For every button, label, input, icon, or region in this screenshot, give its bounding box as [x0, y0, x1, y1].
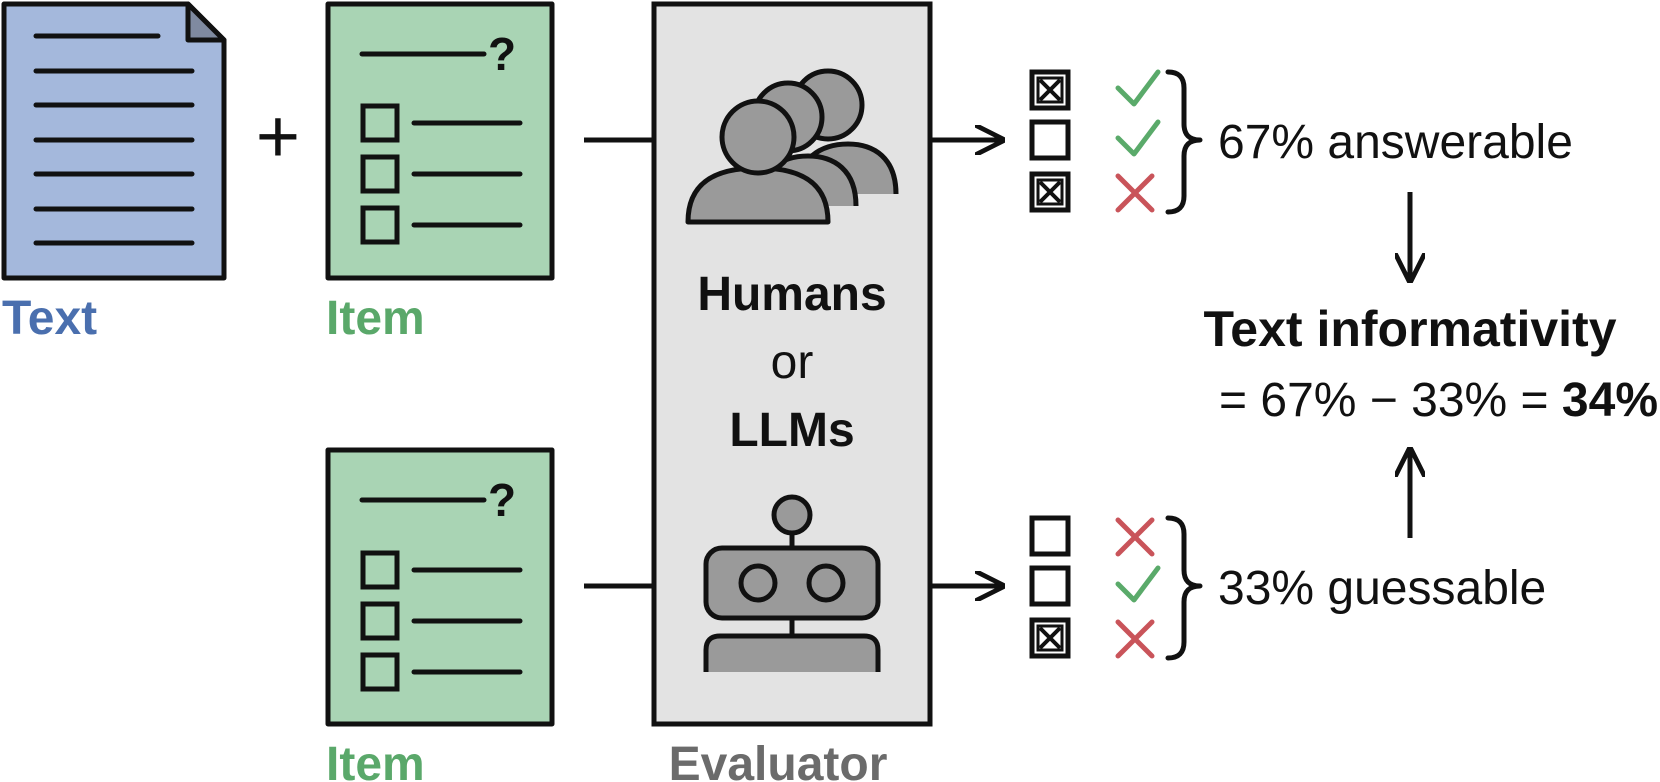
item-card-bottom-icon: ?: [325, 447, 555, 727]
text-label: Text: [2, 292, 97, 345]
check-icon: [1115, 119, 1161, 157]
formula-result: 34%: [1562, 374, 1658, 427]
svg-text:?: ?: [488, 28, 516, 80]
guessable-summary: 33% guessable: [1218, 562, 1546, 615]
checkbox-checked-icon: [1029, 617, 1071, 659]
checkbox-unchecked-icon: [1029, 515, 1071, 557]
plus-sign: +: [256, 94, 300, 179]
evaluator-or: or: [771, 336, 814, 389]
svg-text:?: ?: [488, 474, 516, 526]
item-label-bottom: Item: [326, 738, 425, 782]
answerable-summary: 67% answerable: [1218, 116, 1573, 169]
brace-top: [1165, 69, 1203, 215]
item-card-top-icon: ?: [325, 1, 555, 281]
item-label-top: Item: [326, 292, 425, 345]
evaluator-label: Evaluator: [669, 738, 888, 782]
checkbox-unchecked-icon: [1029, 119, 1071, 161]
top-results: [1029, 69, 1203, 215]
cross-icon: [1115, 173, 1155, 213]
robot-icon: [703, 494, 881, 672]
informativity-formula: = 67% − 33% = 34%: [1219, 374, 1658, 427]
checkbox-checked-icon: [1029, 171, 1071, 213]
informativity-title: Text informativity: [1203, 301, 1616, 357]
brace-bottom: [1165, 515, 1203, 661]
bottom-results: [1029, 515, 1203, 661]
evaluator-llms: LLMs: [729, 404, 854, 457]
humans-icon: [685, 68, 899, 225]
checkbox-checked-icon: [1029, 69, 1071, 111]
cross-icon: [1115, 517, 1155, 557]
check-icon: [1115, 69, 1161, 107]
formula-prefix: = 67% − 33% =: [1219, 374, 1562, 427]
cross-icon: [1115, 619, 1155, 659]
checkbox-unchecked-icon: [1029, 565, 1071, 607]
evaluator-humans: Humans: [697, 268, 886, 321]
check-icon: [1115, 565, 1161, 603]
text-document-icon: [1, 1, 227, 281]
